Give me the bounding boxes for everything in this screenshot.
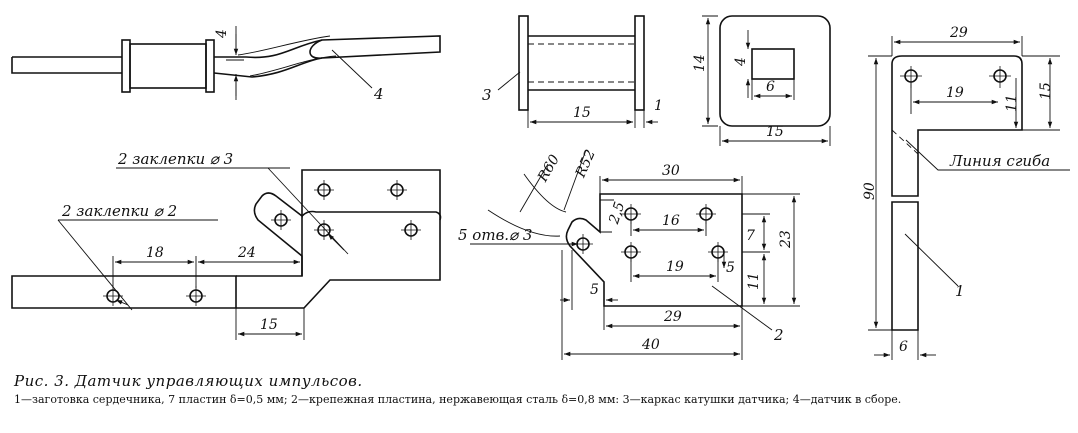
dim-14: 14 [692,54,708,72]
bobbin-frame-view: 3 15 1 [482,15,663,128]
dim-r52: R52 [572,147,599,180]
assembly-view: 18 24 15 2 заклепки ⌀ 3 2 заклепки ⌀ 2 [11,150,442,340]
dim-11-plate: 11 [746,272,762,290]
dim-19-core: 19 [946,85,964,101]
caption-legend: 1—заготовка сердечника, 7 пластин δ=0,5 … [14,393,902,406]
dim-90: 90 [862,182,878,200]
assembled-sensor-view: 4 4 [11,26,441,103]
dim-5-right: 5 [726,260,735,276]
dim-7: 7 [746,228,755,244]
dim-6-core: 6 [899,339,908,355]
figure-caption: Рис. 3. Датчик управляющих импульсов. 1—… [14,372,1074,406]
dim-23: 23 [778,230,794,249]
dim-4-assembly: 4 [214,29,230,39]
caption-title: Рис. 3. Датчик управляющих импульсов. [14,372,363,390]
dim-19-plate: 19 [666,259,684,275]
dim-15-assembly: 15 [260,317,278,333]
dim-30: 30 [662,163,680,179]
dim-15-square: 15 [766,124,784,140]
dim-2-5: 2,5 [606,200,628,227]
part-label-2: 2 [773,326,784,344]
dim-15-bobbin: 15 [573,105,591,121]
holes-3-label: 5 отв.⌀ 3 [458,226,532,244]
part-label-1: 1 [955,282,965,300]
dim-29-plate: 29 [663,309,682,325]
dim-40: 40 [641,337,660,353]
dim-29-core: 29 [949,25,968,41]
dim-16: 16 [662,213,680,229]
dim-1-bobbin: 1 [654,98,663,114]
core-blank-view: 29 19 11 15 90 6 Линия сгиба 1 [862,25,1070,360]
part-label-4: 4 [373,85,384,103]
dim-15-core: 15 [1038,82,1054,100]
dim-11-core: 11 [1004,94,1020,112]
dim-4-window: 4 [733,57,749,67]
bend-line-label: Линия сгиба [949,152,1050,170]
part-label-3: 3 [482,86,492,104]
dim-5-left: 5 [590,282,599,298]
rivets-2-label: 2 заклепки ⌀ 2 [61,202,177,220]
bobbin-end-view: 14 4 6 15 [692,15,831,146]
dim-18: 18 [146,245,164,261]
rivets-3-label: 2 заклепки ⌀ 3 [117,150,233,168]
dim-24: 24 [237,245,256,261]
dim-6-window: 6 [766,79,775,95]
mounting-plate-view: R60 R52 30 16 2,5 7 23 19 5 11 5 29 40 [458,147,800,360]
technical-drawing: 4 4 3 15 1 14 4 6 15 [11,15,1070,360]
